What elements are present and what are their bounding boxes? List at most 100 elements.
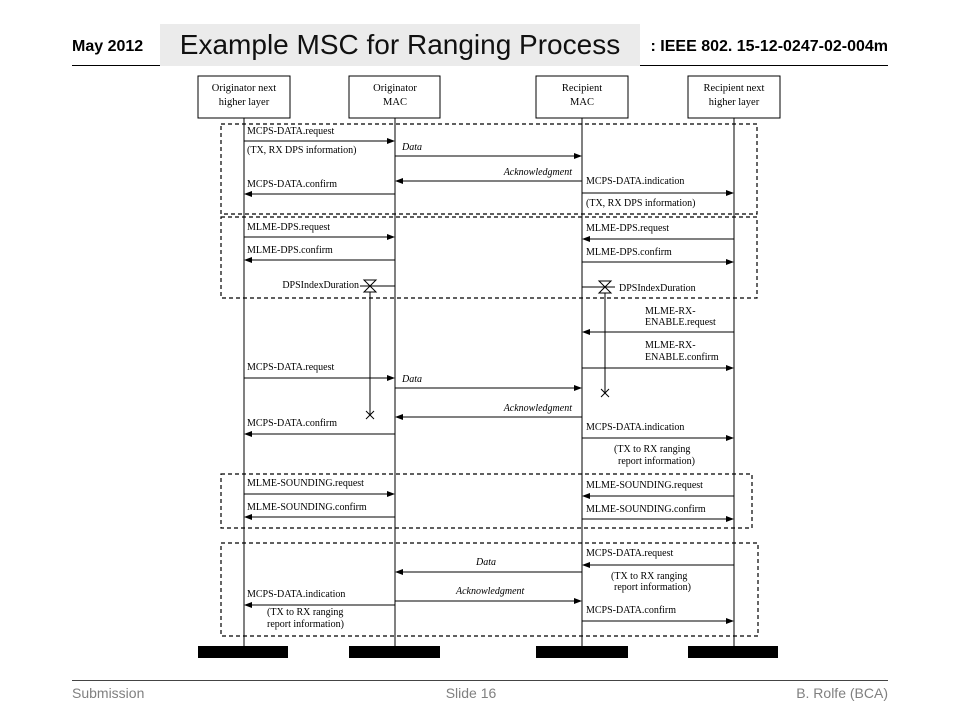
slide-title: Example MSC for Ranging Process xyxy=(179,29,621,60)
message: Acknowledgment xyxy=(395,167,582,184)
message-label: MLME-DPS.request xyxy=(586,223,669,234)
message-label: Acknowledgment xyxy=(503,403,573,414)
message-arrow xyxy=(244,257,395,263)
message-arrow xyxy=(582,259,734,265)
message-label-detail: (TX to RX ranging xyxy=(614,444,690,455)
message: MLME-SOUNDING.request xyxy=(244,478,395,497)
message: MLME-SOUNDING.confirm xyxy=(244,502,395,520)
entity-label: MAC xyxy=(383,97,407,108)
message-label: MCPS-DATA.confirm xyxy=(247,418,337,429)
message: MCPS-DATA.indication (TX to RX ranging r… xyxy=(244,589,395,630)
message-label: MCPS-DATA.confirm xyxy=(247,179,337,190)
message-label-detail: report information) xyxy=(614,582,691,593)
arrowhead xyxy=(244,191,252,197)
dashed-frame xyxy=(220,123,758,215)
message-label: MCPS-DATA.request xyxy=(247,126,334,137)
arrowhead xyxy=(582,329,590,335)
message-arrow xyxy=(395,598,582,604)
message-label: MCPS-DATA.indication xyxy=(247,589,345,600)
message: MCPS-DATA.indication (TX, RX DPS informa… xyxy=(582,176,734,209)
message: MLME-DPS.request xyxy=(582,223,734,242)
arrowhead xyxy=(574,385,582,391)
entity-label: MAC xyxy=(570,97,594,108)
header-date: May 2012 xyxy=(72,38,144,55)
timer-label: DPSIndexDuration xyxy=(282,280,359,291)
entity-box xyxy=(535,75,629,119)
arrowhead xyxy=(387,234,395,240)
footer-submission: Submission xyxy=(72,685,145,701)
message-label-detail: (TX to RX ranging xyxy=(611,571,687,582)
message-label-detail: report information) xyxy=(267,619,344,630)
entity-label: higher layer xyxy=(709,97,760,108)
entity-label: Originator xyxy=(373,83,417,94)
arrowhead xyxy=(582,562,590,568)
arrowhead xyxy=(244,257,252,263)
message: MCPS-DATA.request xyxy=(244,362,395,381)
message: MLME-SOUNDING.request xyxy=(582,480,734,499)
arrowhead xyxy=(726,435,734,441)
message: Data xyxy=(395,557,582,575)
message: Data xyxy=(395,374,582,391)
message-arrow xyxy=(244,602,395,608)
message-label: Data xyxy=(401,142,422,153)
message: MCPS-DATA.request (TX to RX ranging repo… xyxy=(582,548,734,593)
message-label: MCPS-DATA.request xyxy=(247,362,334,373)
timer-expiry-x-icon xyxy=(600,388,610,398)
entity-label: Recipient xyxy=(562,83,602,94)
message-arrow xyxy=(395,178,582,184)
message-label: MCPS-DATA.indication xyxy=(586,176,684,187)
message: MCPS-DATA.indication (TX to RX ranging r… xyxy=(582,422,734,467)
arrowhead xyxy=(726,365,734,371)
message-label: Data xyxy=(401,374,422,385)
message-label: Acknowledgment xyxy=(455,586,525,597)
dashed-frame xyxy=(220,473,753,529)
entity-box xyxy=(348,75,441,119)
message: MLME-RX- ENABLE.confirm xyxy=(582,340,734,371)
message-arrow xyxy=(395,153,582,159)
message-label: MLME-SOUNDING.request xyxy=(586,480,703,491)
message-arrow xyxy=(244,375,395,381)
entity-recipient-mac: Recipient MAC xyxy=(535,75,629,119)
arrowhead xyxy=(726,190,734,196)
entity-box xyxy=(197,75,291,119)
message-label: MLME-DPS.request xyxy=(247,222,330,233)
message-arrow xyxy=(582,435,734,441)
entity-box xyxy=(687,75,781,119)
message: MLME-SOUNDING.confirm xyxy=(582,504,734,522)
arrowhead xyxy=(387,491,395,497)
arrowhead xyxy=(387,138,395,144)
message: MLME-RX- ENABLE.request xyxy=(582,306,734,335)
message: MCPS-DATA.confirm xyxy=(582,605,734,624)
arrowhead xyxy=(582,493,590,499)
message-arrow xyxy=(582,190,734,196)
message-label: MLME-DPS.confirm xyxy=(586,247,672,258)
message-arrow xyxy=(244,491,395,497)
arrowhead xyxy=(395,178,403,184)
message: MCPS-DATA.confirm xyxy=(244,179,395,197)
message-label: MLME-SOUNDING.request xyxy=(247,478,364,489)
message-arrow xyxy=(244,234,395,240)
message-label: MLME-SOUNDING.confirm xyxy=(247,502,367,513)
message-arrow xyxy=(395,569,582,575)
message-arrow xyxy=(244,191,395,197)
message-label-detail: (TX, RX DPS information) xyxy=(247,145,356,156)
message-label: ENABLE.request xyxy=(645,317,716,328)
entity-label: Originator next xyxy=(212,83,277,94)
arrowhead xyxy=(244,602,252,608)
message-label: MLME-DPS.confirm xyxy=(247,245,333,256)
arrowhead xyxy=(395,414,403,420)
arrowhead xyxy=(574,153,582,159)
message-arrow xyxy=(244,514,395,520)
lifeline-end-bar xyxy=(536,646,628,658)
message-arrow xyxy=(582,493,734,499)
message-label: Acknowledgment xyxy=(503,167,573,178)
message-label: MCPS-DATA.confirm xyxy=(586,605,676,616)
entity-originator-mac: Originator MAC xyxy=(348,75,441,119)
timer-dps-index-duration: DPSIndexDuration xyxy=(582,280,696,398)
message-arrow xyxy=(395,414,582,420)
arrowhead xyxy=(726,516,734,522)
entity-label: Recipient next xyxy=(704,83,765,94)
header-document-id: : IEEE 802. 15-12-0247-02-004m xyxy=(650,38,888,55)
arrowhead xyxy=(395,569,403,575)
arrowhead xyxy=(582,236,590,242)
